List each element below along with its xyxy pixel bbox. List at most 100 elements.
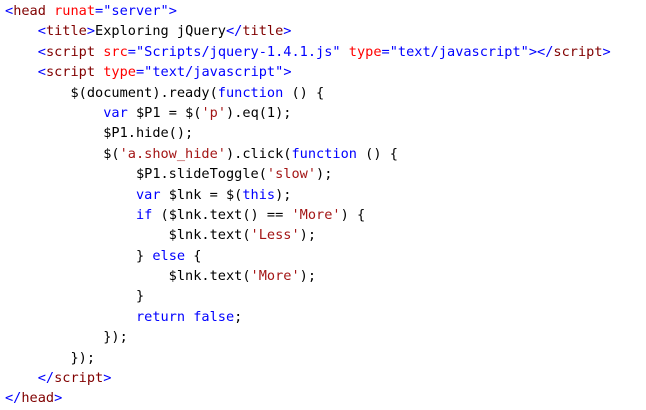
code-line: var $P1 = $('p').eq(1); <box>5 103 645 123</box>
code-token: title <box>45 23 87 40</box>
code-line: } <box>5 286 645 306</box>
code-token: $lnk.text( <box>5 227 251 244</box>
code-token: < <box>37 64 46 81</box>
code-token <box>46 3 54 19</box>
code-token <box>5 207 136 223</box>
code-line: var $lnk = $(this); <box>5 185 645 205</box>
code-token: ); <box>299 227 317 244</box>
code-token <box>5 309 136 325</box>
code-token: } <box>5 288 145 305</box>
code-token: () { <box>356 145 398 162</box>
code-token: = <box>381 43 390 60</box>
code-token: head <box>21 390 55 407</box>
code-token: </ <box>5 390 22 407</box>
code-token: $P1.hide(); <box>5 125 194 142</box>
code-token: 'Less' <box>250 227 300 244</box>
code-token: > <box>168 3 177 19</box>
code-token <box>5 370 38 386</box>
code-token: }); <box>5 349 96 366</box>
code-token: function <box>291 145 357 162</box>
code-token <box>341 44 349 60</box>
code-token: return <box>135 308 186 325</box>
code-line: $('a.show_hide').click(function () { <box>5 144 645 164</box>
code-token: = <box>135 64 145 81</box>
code-token: var <box>135 186 161 203</box>
code-token: 'a.show_hide' <box>119 145 226 162</box>
code-token: "Scripts/jquery-1.4.1.js" <box>135 43 341 60</box>
code-line: <script src="Scripts/jquery-1.4.1.js" ty… <box>5 42 645 62</box>
code-token <box>5 23 38 39</box>
code-line: return false; <box>5 307 645 327</box>
code-token: script <box>54 370 104 387</box>
code-line: $P1.slideToggle('slow'); <box>5 164 645 184</box>
code-token: type <box>103 64 136 81</box>
code-token: </ <box>226 23 243 40</box>
code-token: ></ <box>528 43 554 60</box>
code-token: 'p' <box>201 104 227 121</box>
code-line: <head runat="server"> <box>5 1 645 21</box>
code-line: $(document).ready(function () { <box>5 83 645 103</box>
code-token: ($lnk.text() == <box>152 206 292 223</box>
code-line: $P1.hide(); <box>5 123 645 143</box>
code-token: script <box>553 43 603 60</box>
code-line: <title>Exploring jQuery</title> <box>5 21 645 41</box>
code-token: type <box>348 43 382 60</box>
code-token <box>95 64 103 80</box>
code-token: </ <box>37 370 55 387</box>
code-listing: <head runat="server"> <title>Exploring j… <box>5 0 645 410</box>
code-token: if <box>135 206 153 223</box>
code-token <box>5 64 38 80</box>
code-token: head <box>13 3 46 19</box>
code-line: if ($lnk.text() == 'More') { <box>5 205 645 225</box>
code-token: ; <box>234 308 243 325</box>
code-token: < <box>5 3 14 19</box>
code-token: () { <box>283 84 325 101</box>
code-token: 'More' <box>291 206 341 223</box>
code-token: "text/javascript" <box>389 43 529 60</box>
code-token: $P1.slideToggle( <box>5 166 267 183</box>
code-token: > <box>283 23 292 40</box>
code-token <box>95 44 103 60</box>
code-token: var <box>103 104 128 121</box>
code-token: $lnk.text( <box>5 268 251 285</box>
code-token: > <box>54 390 63 407</box>
code-token: > <box>103 370 112 387</box>
code-line: </script> <box>5 368 645 388</box>
code-token: function <box>217 84 284 101</box>
code-token: $P1 = $( <box>127 104 202 121</box>
code-token: }); <box>5 329 128 346</box>
code-line: <script type="text/javascript"> <box>5 62 645 82</box>
code-token: $(document).ready( <box>5 84 218 101</box>
code-line: $lnk.text('Less'); <box>5 225 645 245</box>
code-token: ).eq(1); <box>226 104 292 121</box>
code-token: $lnk = $( <box>160 186 243 203</box>
code-token: = <box>95 3 104 19</box>
code-token: ); <box>316 166 333 183</box>
code-token: runat <box>54 3 96 19</box>
code-token: script <box>45 43 96 60</box>
code-token: "text/javascript" <box>144 64 284 81</box>
code-token: > <box>86 23 96 40</box>
code-token: title <box>242 23 284 40</box>
code-token: ); <box>299 268 317 285</box>
code-token: false <box>193 308 235 325</box>
code-token: = <box>127 43 136 60</box>
code-line: </head> <box>5 388 645 408</box>
code-token: 'slow' <box>266 166 317 183</box>
code-line: }); <box>5 348 645 368</box>
code-token: "server" <box>103 3 169 19</box>
code-line: }); <box>5 327 645 347</box>
code-token: { <box>185 247 202 264</box>
code-token: this <box>242 186 276 203</box>
code-token: > <box>283 64 292 81</box>
code-token: < <box>37 23 46 40</box>
code-token: ); <box>275 186 292 203</box>
code-token <box>5 187 136 203</box>
code-token: script <box>45 64 96 81</box>
code-token: } <box>5 247 153 264</box>
code-line: } else { <box>5 246 645 266</box>
code-token: 'More' <box>250 268 300 285</box>
code-token: < <box>37 43 46 60</box>
code-token: Exploring jQuery <box>95 23 226 40</box>
code-token: ) { <box>340 206 366 223</box>
